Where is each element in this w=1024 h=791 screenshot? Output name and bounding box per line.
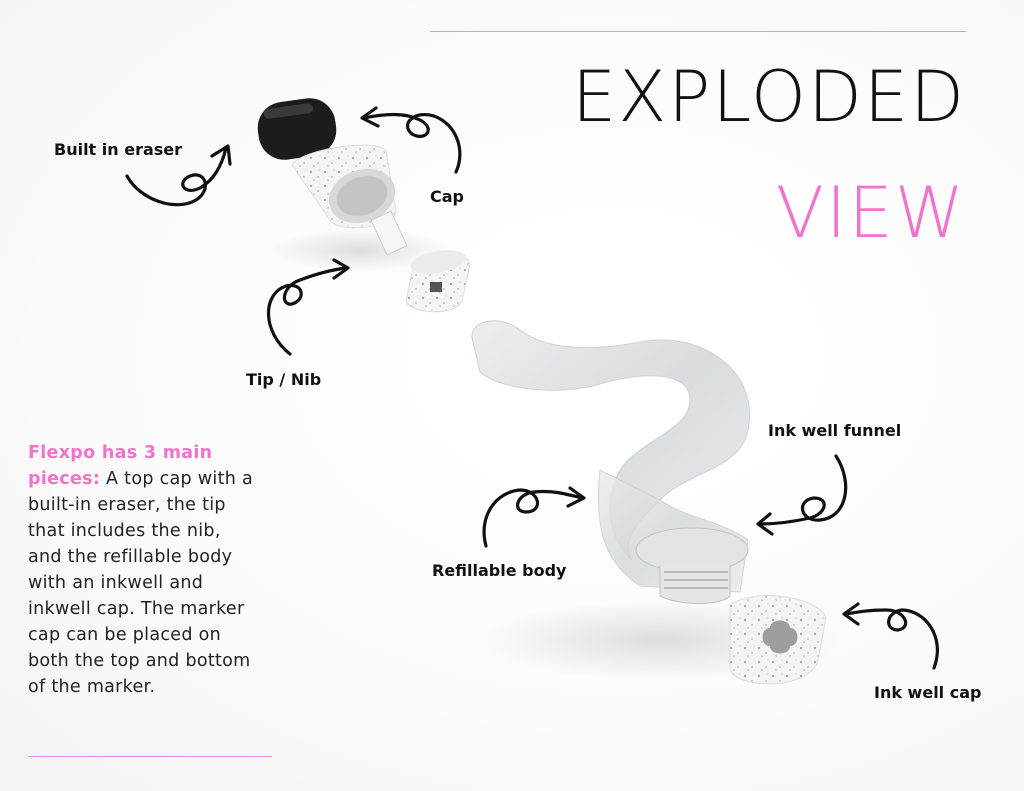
label-tip-nib: Tip / Nib	[246, 370, 322, 389]
label-refillable-body: Refillable body	[432, 561, 567, 580]
cap-part	[291, 144, 408, 256]
arrow-to-cap-icon	[360, 106, 462, 174]
label-ink-well-cap: Ink well cap	[874, 683, 982, 702]
label-cap: Cap	[430, 187, 464, 206]
eraser-part	[257, 98, 337, 160]
description-paragraph: Flexpo has 3 main pieces: A top cap with…	[28, 440, 260, 700]
label-built-in-eraser: Built in eraser	[54, 140, 183, 159]
title-view: VIEW	[776, 172, 966, 254]
top-divider	[430, 31, 966, 32]
arrow-to-eraser-icon	[125, 144, 232, 207]
tip-nib-part	[405, 250, 471, 313]
body-part	[471, 320, 750, 604]
arrow-to-tip-icon	[266, 258, 350, 356]
description-highlight: Flexpo has 3 main pieces:	[28, 443, 213, 489]
bottom-divider	[28, 756, 272, 757]
ink-well-cap-part	[729, 595, 827, 685]
label-ink-well-funnel: Ink well funnel	[768, 421, 902, 440]
arrow-to-funnel-icon	[756, 454, 848, 536]
arrow-to-ink-cap-icon	[842, 602, 939, 670]
description-body: A top cap with a built-in eraser, the ti…	[28, 469, 254, 697]
title-exploded: EXPLODED	[571, 56, 966, 138]
arrow-to-body-icon	[482, 486, 586, 548]
